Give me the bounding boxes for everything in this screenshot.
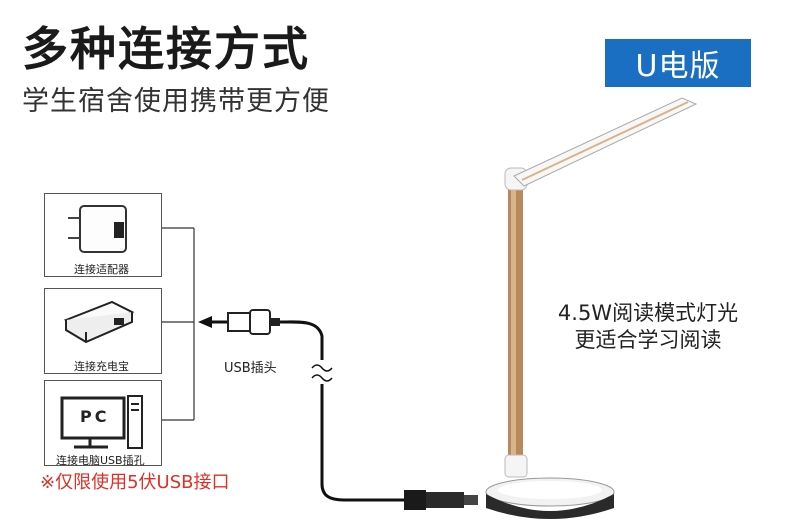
usb-plug-icon xyxy=(227,309,280,335)
computer-label: 连接电脑USB插孔 xyxy=(56,454,145,467)
lamp-line-2: 更适合学习阅读 xyxy=(574,328,722,352)
cable-break-icon xyxy=(311,364,333,382)
warning-text: ※仅限使用5伏USB接口 xyxy=(40,472,230,493)
desk-lamp-icon xyxy=(485,97,698,519)
dc-plug-icon xyxy=(404,490,478,510)
power-bank-label: 连接充电宝 xyxy=(74,360,129,373)
page-title: 多种连接方式 xyxy=(22,22,310,76)
lamp-line-1: 4.5W阅读模式灯光 xyxy=(557,301,739,325)
computer-screen-text: PC xyxy=(80,407,110,426)
usb-plug-label: USB插头 xyxy=(224,361,277,376)
power-bank-icon xyxy=(63,300,135,344)
computer-icon xyxy=(60,395,143,449)
page-subtitle: 学生宿舍使用携带更方便 xyxy=(22,86,330,117)
power-adapter-icon xyxy=(68,205,127,253)
lamp-description: 4.5W阅读模式灯光 更适合学习阅读 xyxy=(538,300,758,354)
arrow-icon xyxy=(198,316,212,328)
version-badge: U电版 xyxy=(605,39,751,87)
adapter-label: 连接适配器 xyxy=(74,263,129,276)
